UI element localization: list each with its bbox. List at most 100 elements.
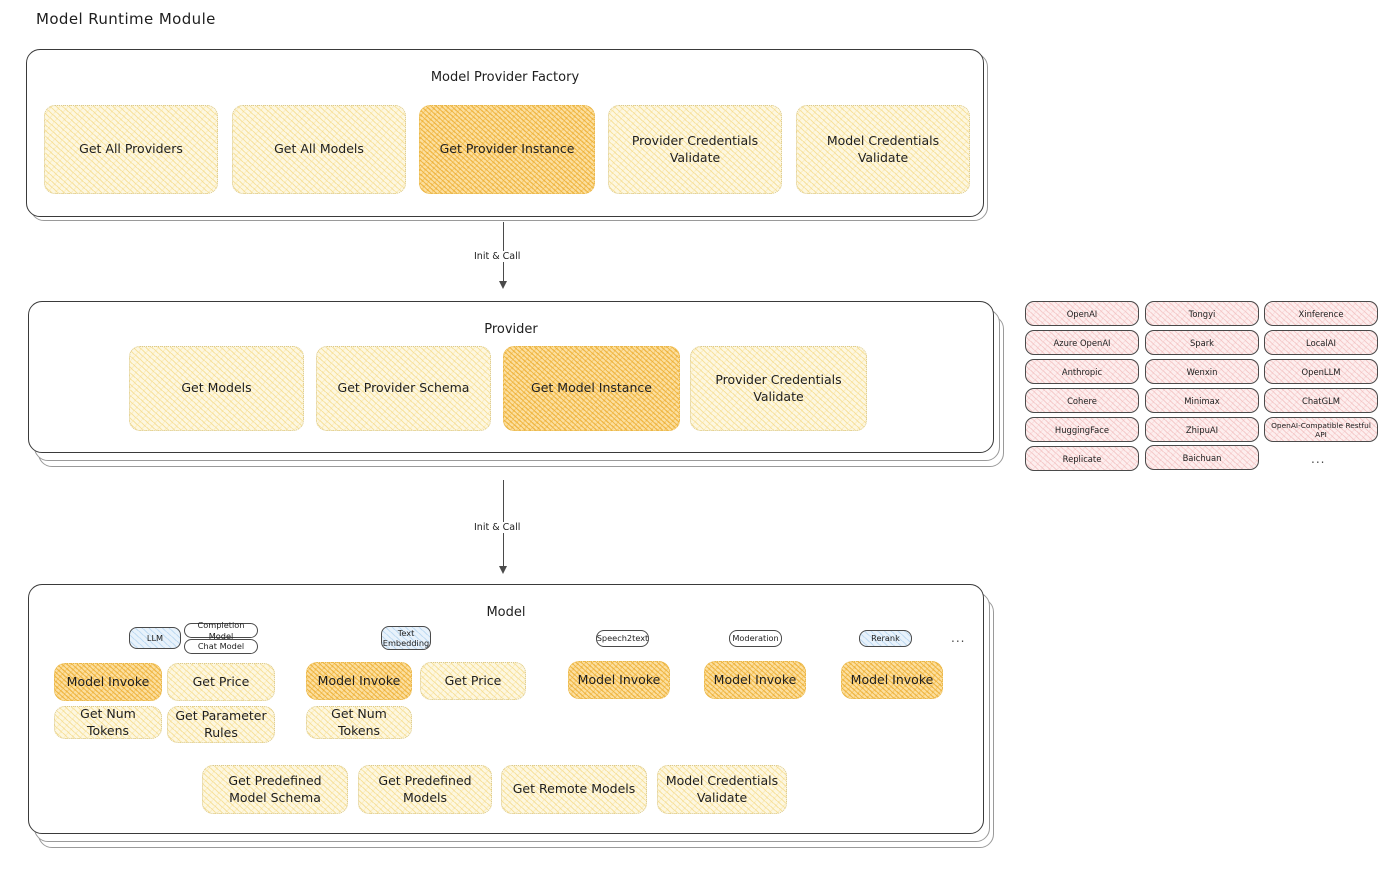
- arrow-provider-to-model-label: Init & Call: [470, 522, 525, 533]
- provider-chip-cohere[interactable]: Cohere: [1025, 388, 1139, 413]
- provider-chip-huggingface[interactable]: HuggingFace: [1025, 417, 1139, 442]
- model-common-get-predefined-model-schema[interactable]: Get Predefined Model Schema: [202, 765, 348, 814]
- provider-chip-spark[interactable]: Spark: [1145, 330, 1259, 355]
- node-label: Get Remote Models: [512, 781, 636, 797]
- node-label: Get Num Tokens: [331, 705, 387, 738]
- node-label: Get Predefined Models: [378, 772, 472, 805]
- tab-label: Chat Model: [197, 641, 245, 652]
- node-label: Get All Models: [274, 141, 364, 157]
- provider-chip-localai[interactable]: LocalAI: [1264, 330, 1378, 355]
- node-label: Get Model Instance: [531, 380, 652, 396]
- factory-node-get-provider-instance[interactable]: Get Provider Instance: [419, 105, 595, 194]
- node-label: Model Invoke: [577, 671, 661, 687]
- node-label: Provider Credentials Validate: [631, 132, 759, 165]
- provider-chip-openai-compatible-restful-api[interactable]: OpenAI-Compatible Restful API: [1264, 417, 1378, 442]
- rerank-method-model-invoke[interactable]: Model Invoke: [841, 661, 943, 699]
- factory-node-model-credentials-validate[interactable]: Model Credentials Validate: [796, 105, 970, 194]
- model-type-tab-moderation[interactable]: Moderation: [729, 630, 782, 647]
- chip-label: LocalAI: [1306, 337, 1336, 348]
- chip-label: Baichuan: [1182, 452, 1222, 463]
- provider-chip-minimax[interactable]: Minimax: [1145, 388, 1259, 413]
- provider-chip-anthropic[interactable]: Anthropic: [1025, 359, 1139, 384]
- factory-title: Model Provider Factory: [430, 70, 580, 85]
- tab-label: LLM: [146, 632, 164, 643]
- chip-label: Azure OpenAI: [1053, 337, 1111, 348]
- provider-chip-replicate[interactable]: Replicate: [1025, 446, 1139, 471]
- node-label: Model Invoke: [713, 671, 797, 687]
- provider-node-provider-credentials-validate[interactable]: Provider Credentials Validate: [690, 346, 867, 431]
- provider-chip-wenxin[interactable]: Wenxin: [1145, 359, 1259, 384]
- model-type-tab-text-embedding[interactable]: Text Embedding: [381, 626, 431, 650]
- arrow-factory-to-provider-head: [499, 281, 507, 289]
- model-type-tab-rerank[interactable]: Rerank: [859, 630, 912, 647]
- node-label: Model Invoke: [850, 671, 934, 687]
- provider-chip-openllm[interactable]: OpenLLM: [1264, 359, 1378, 384]
- node-label: Get Predefined Model Schema: [228, 772, 322, 805]
- text-embedding-method-model-invoke[interactable]: Model Invoke: [306, 662, 412, 700]
- provider-chip-tongyi[interactable]: Tongyi: [1145, 301, 1259, 326]
- node-label: Model Invoke: [66, 673, 150, 689]
- node-label: Get Price: [444, 672, 502, 688]
- tab-label: Text Embedding: [382, 627, 430, 648]
- chip-label: OpenAI: [1066, 308, 1098, 319]
- provider-chip-baichuan[interactable]: Baichuan: [1145, 445, 1259, 470]
- chip-label: Spark: [1189, 337, 1215, 348]
- page-title: Model Runtime Module: [36, 10, 216, 28]
- provider-node-get-models[interactable]: Get Models: [129, 346, 304, 431]
- node-label: Get Price: [192, 673, 250, 689]
- text-embedding-method-get-price[interactable]: Get Price: [420, 662, 526, 700]
- provider-node-get-model-instance[interactable]: Get Model Instance: [503, 346, 680, 431]
- llm-method-get-parameter-rules[interactable]: Get Parameter Rules: [167, 706, 275, 743]
- model-type-tab-llm[interactable]: LLM: [129, 627, 181, 649]
- chip-label: HuggingFace: [1054, 424, 1110, 435]
- node-label: Get All Providers: [79, 141, 183, 157]
- provider-chip-openai[interactable]: OpenAI: [1025, 301, 1139, 326]
- llm-method-model-invoke[interactable]: Model Invoke: [54, 663, 162, 701]
- text-embedding-method-get-num-tokens[interactable]: Get Num Tokens: [306, 706, 412, 739]
- tab-label: Rerank: [871, 633, 900, 644]
- provider-chip-xinference[interactable]: Xinference: [1264, 301, 1378, 326]
- node-label: Get Parameter Rules: [175, 707, 267, 740]
- factory-node-get-all-providers[interactable]: Get All Providers: [44, 105, 218, 194]
- arrow-provider-to-model-head: [499, 566, 507, 574]
- chip-label: Xinference: [1298, 308, 1344, 319]
- chip-label: Anthropic: [1061, 366, 1103, 377]
- factory-node-provider-credentials-validate[interactable]: Provider Credentials Validate: [608, 105, 782, 194]
- model-subtype-completion-model[interactable]: Completion Model: [184, 620, 258, 641]
- model-type-tab-speech2text[interactable]: Speech2text: [596, 630, 649, 647]
- provider-node-get-provider-schema[interactable]: Get Provider Schema: [316, 346, 491, 431]
- model-common-model-credentials-validate[interactable]: Model Credentials Validate: [657, 765, 787, 814]
- model-subtype-chat-model[interactable]: Chat Model: [184, 639, 258, 654]
- model-title: Model: [486, 605, 526, 620]
- node-label: Provider Credentials Validate: [715, 371, 842, 404]
- llm-method-get-num-tokens[interactable]: Get Num Tokens: [54, 706, 162, 739]
- model-common-get-predefined-models[interactable]: Get Predefined Models: [358, 765, 492, 814]
- provider-chip-azure-openai[interactable]: Azure OpenAI: [1025, 330, 1139, 355]
- chip-label: ZhipuAI: [1185, 424, 1219, 435]
- node-label: Get Provider Schema: [337, 380, 470, 396]
- node-label: Model Invoke: [317, 672, 401, 688]
- provider-chip-chatglm[interactable]: ChatGLM: [1264, 388, 1378, 413]
- node-label: Model Credentials Validate: [826, 132, 940, 165]
- factory-node-get-all-models[interactable]: Get All Models: [232, 105, 406, 194]
- model-types-more-ellipsis: ...: [951, 631, 966, 645]
- node-label: Model Credentials Validate: [665, 772, 779, 805]
- moderation-method-model-invoke[interactable]: Model Invoke: [704, 661, 806, 699]
- llm-method-get-price[interactable]: Get Price: [167, 663, 275, 701]
- tab-label: Speech2text: [596, 633, 649, 644]
- arrow-factory-to-provider-label: Init & Call: [470, 251, 525, 262]
- tab-label: Moderation: [732, 633, 779, 644]
- node-label: Get Num Tokens: [80, 705, 136, 738]
- speech2text-method-model-invoke[interactable]: Model Invoke: [568, 661, 670, 699]
- provider-title: Provider: [484, 322, 538, 337]
- chip-label: Minimax: [1184, 395, 1220, 406]
- chip-label: Replicate: [1062, 453, 1102, 464]
- tab-label: Completion Model: [197, 620, 245, 641]
- chip-label: Wenxin: [1186, 366, 1218, 377]
- provider-chip-zhipuai[interactable]: ZhipuAI: [1145, 417, 1259, 442]
- node-label: Get Models: [181, 380, 252, 396]
- chip-label: Cohere: [1067, 395, 1097, 406]
- model-common-get-remote-models[interactable]: Get Remote Models: [501, 765, 647, 814]
- provider-list-more-ellipsis: ...: [1311, 452, 1326, 466]
